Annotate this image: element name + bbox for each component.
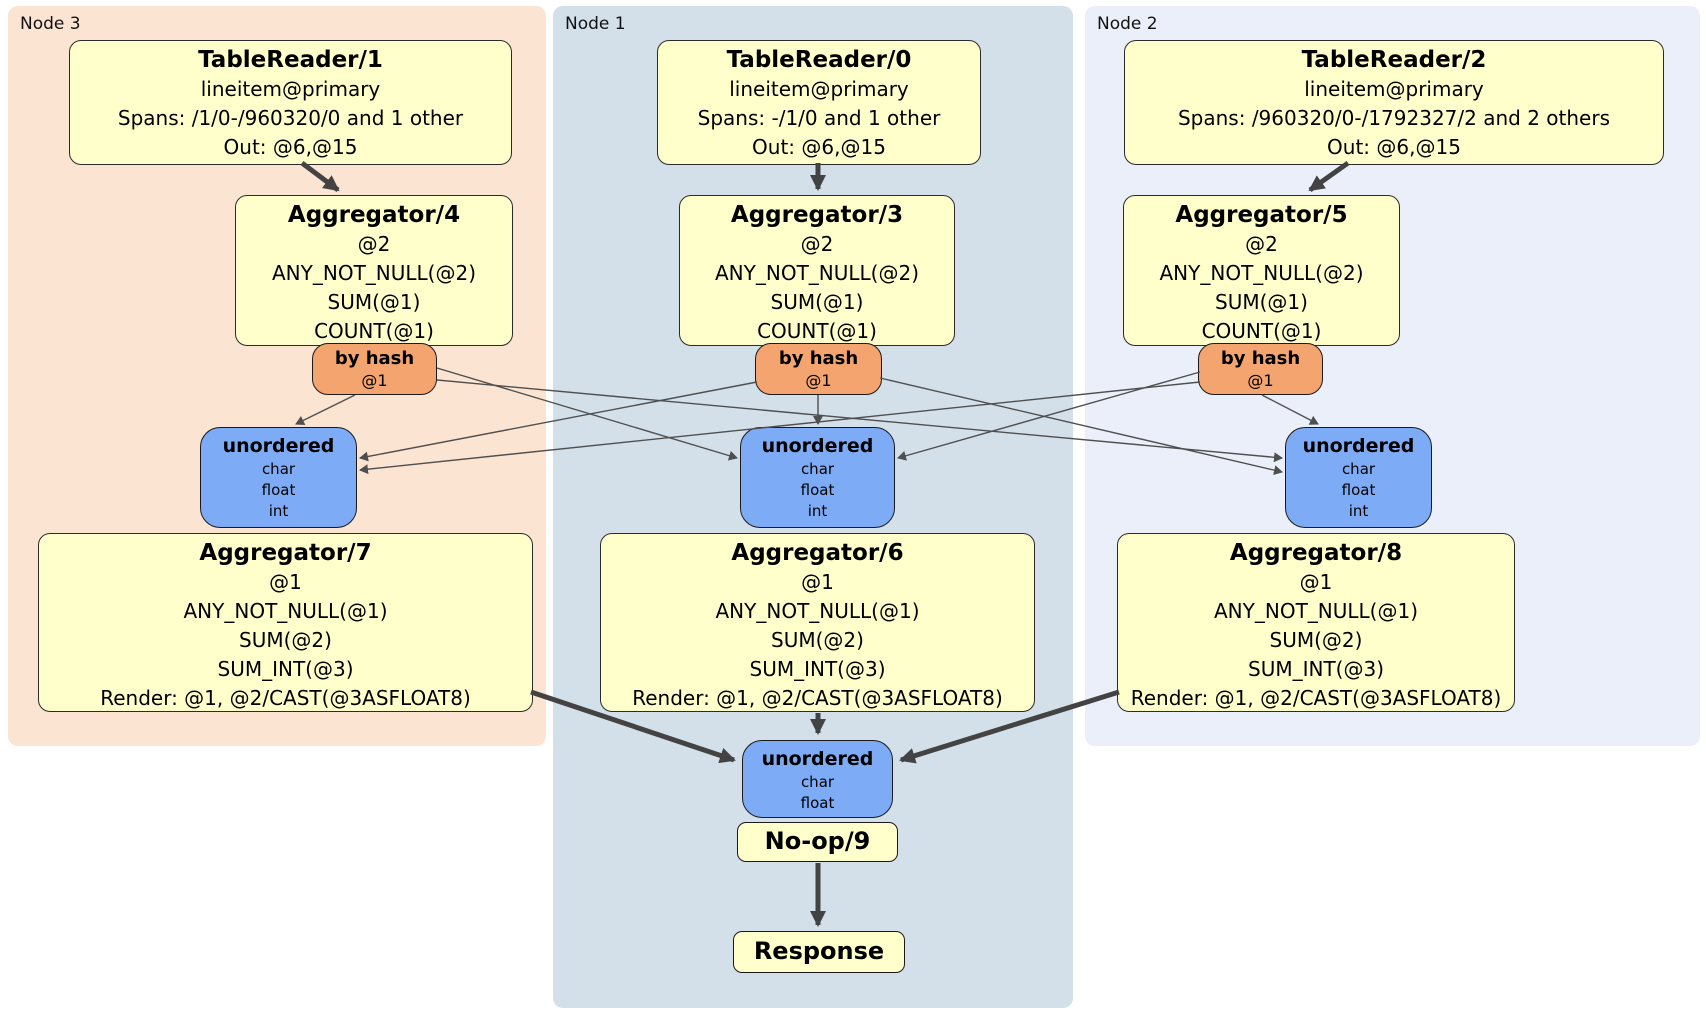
noop-9-box: No-op/9: [737, 822, 898, 862]
aggregator-6-title: Aggregator/6: [731, 540, 904, 566]
aggregator-5-fn: COUNT(@1): [1201, 319, 1322, 343]
sync-column: char: [261, 460, 296, 478]
sync-column: float: [800, 794, 835, 812]
aggregator-5-fn: SUM(@1): [1215, 290, 1308, 314]
sync-column: char: [800, 460, 835, 478]
tablereader-1-title: TableReader/1: [198, 47, 383, 73]
tablereader-0-box: TableReader/0 lineitem@primary Spans: -/…: [657, 40, 981, 165]
aggregator-3-title: Aggregator/3: [730, 202, 904, 228]
hash-router-columns: @1: [361, 371, 388, 390]
aggregator-6-group: @1: [801, 570, 834, 594]
sync-column: int: [268, 502, 289, 520]
aggregator-4-fn: COUNT(@1): [314, 319, 434, 343]
hash-router-label: by hash: [778, 348, 859, 369]
hash-router-node1: by hash @1: [755, 343, 882, 395]
hash-router-node3: by hash @1: [312, 343, 437, 395]
hash-router-label: by hash: [1220, 348, 1301, 369]
tablereader-2-out: Out: @6,@15: [1327, 135, 1461, 159]
tablereader-2-box: TableReader/2 lineitem@primary Spans: /9…: [1124, 40, 1664, 165]
aggregator-7-box: Aggregator/7 @1 ANY_NOT_NULL(@1) SUM(@2)…: [38, 533, 533, 712]
hash-router-columns: @1: [1247, 371, 1274, 390]
aggregator-8-render: Render: @1, @2/CAST(@3ASFLOAT8): [1130, 686, 1502, 710]
aggregator-7-fn: SUM_INT(@3): [217, 657, 354, 681]
aggregator-6-fn: ANY_NOT_NULL(@1): [715, 599, 920, 623]
tablereader-1-index: lineitem@primary: [200, 77, 381, 101]
aggregator-3-box: Aggregator/3 @2 ANY_NOT_NULL(@2) SUM(@1)…: [679, 195, 955, 346]
sync-column: int: [807, 502, 828, 520]
aggregator-7-render: Render: @1, @2/CAST(@3ASFLOAT8): [100, 686, 471, 710]
aggregator-6-render: Render: @1, @2/CAST(@3ASFLOAT8): [632, 686, 1003, 710]
tablereader-0-index: lineitem@primary: [729, 77, 909, 101]
tablereader-0-spans: Spans: -/1/0 and 1 other: [697, 106, 941, 130]
aggregator-8-fn: SUM(@2): [1269, 628, 1363, 652]
sync-column: int: [1348, 502, 1369, 520]
sync-column: char: [1341, 460, 1376, 478]
sync-column: float: [800, 481, 835, 499]
unordered-sync-output: unordered char float: [742, 740, 893, 818]
aggregator-5-group: @2: [1245, 232, 1278, 256]
response-title: Response: [753, 937, 885, 965]
sync-label: unordered: [761, 435, 874, 457]
aggregator-4-group: @2: [357, 232, 391, 256]
sync-label: unordered: [222, 435, 335, 457]
tablereader-2-title: TableReader/2: [1301, 47, 1487, 73]
unordered-sync-node2: unordered char float int: [1285, 427, 1432, 528]
hash-router-node2: by hash @1: [1198, 343, 1323, 395]
aggregator-6-fn: SUM_INT(@3): [749, 657, 886, 681]
node-2-label: Node 2: [1097, 14, 1158, 34]
hash-router-columns: @1: [805, 371, 832, 390]
unordered-sync-node1: unordered char float int: [740, 427, 895, 528]
aggregator-8-fn: ANY_NOT_NULL(@1): [1214, 599, 1418, 623]
tablereader-0-title: TableReader/0: [726, 47, 912, 73]
aggregator-3-fn: COUNT(@1): [757, 319, 877, 343]
tablereader-1-spans: Spans: /1/0-/960320/0 and 1 other: [117, 106, 464, 130]
unordered-sync-node3: unordered char float int: [200, 427, 357, 528]
sync-label: unordered: [761, 748, 874, 770]
aggregator-5-title: Aggregator/5: [1175, 202, 1348, 228]
aggregator-6-fn: SUM(@2): [771, 628, 864, 652]
aggregator-3-fn: SUM(@1): [770, 290, 864, 314]
aggregator-7-group: @1: [269, 570, 302, 594]
aggregator-3-group: @2: [800, 232, 834, 256]
tablereader-1-out: Out: @6,@15: [223, 135, 358, 159]
tablereader-0-out: Out: @6,@15: [752, 135, 886, 159]
noop-9-title: No-op/9: [764, 827, 871, 855]
aggregator-8-fn: SUM_INT(@3): [1248, 657, 1384, 681]
aggregator-6-box: Aggregator/6 @1 ANY_NOT_NULL(@1) SUM(@2)…: [600, 533, 1035, 712]
aggregator-5-box: Aggregator/5 @2 ANY_NOT_NULL(@2) SUM(@1)…: [1123, 195, 1400, 346]
node-3-label: Node 3: [20, 14, 81, 34]
aggregator-4-box: Aggregator/4 @2 ANY_NOT_NULL(@2) SUM(@1)…: [235, 195, 513, 346]
tablereader-1-box: TableReader/1 lineitem@primary Spans: /1…: [69, 40, 512, 165]
aggregator-5-fn: ANY_NOT_NULL(@2): [1159, 261, 1364, 285]
sync-column: float: [1341, 481, 1376, 499]
aggregator-4-title: Aggregator/4: [287, 202, 461, 228]
aggregator-4-fn: ANY_NOT_NULL(@2): [272, 261, 476, 285]
tablereader-2-index: lineitem@primary: [1304, 77, 1484, 101]
aggregator-7-fn: SUM(@2): [239, 628, 332, 652]
hash-router-label: by hash: [334, 348, 415, 369]
node-1-label: Node 1: [565, 14, 626, 34]
aggregator-7-title: Aggregator/7: [199, 540, 372, 566]
aggregator-8-group: @1: [1299, 570, 1333, 594]
aggregator-8-box: Aggregator/8 @1 ANY_NOT_NULL(@1) SUM(@2)…: [1117, 533, 1515, 712]
aggregator-8-title: Aggregator/8: [1229, 540, 1403, 566]
sync-column: float: [261, 481, 296, 499]
tablereader-2-spans: Spans: /960320/0-/1792327/2 and 2 others: [1177, 106, 1610, 130]
aggregator-7-fn: ANY_NOT_NULL(@1): [183, 599, 388, 623]
aggregator-3-fn: ANY_NOT_NULL(@2): [715, 261, 919, 285]
sync-label: unordered: [1302, 435, 1415, 457]
aggregator-4-fn: SUM(@1): [327, 290, 421, 314]
response-box: Response: [733, 931, 905, 973]
sync-column: char: [800, 773, 835, 791]
